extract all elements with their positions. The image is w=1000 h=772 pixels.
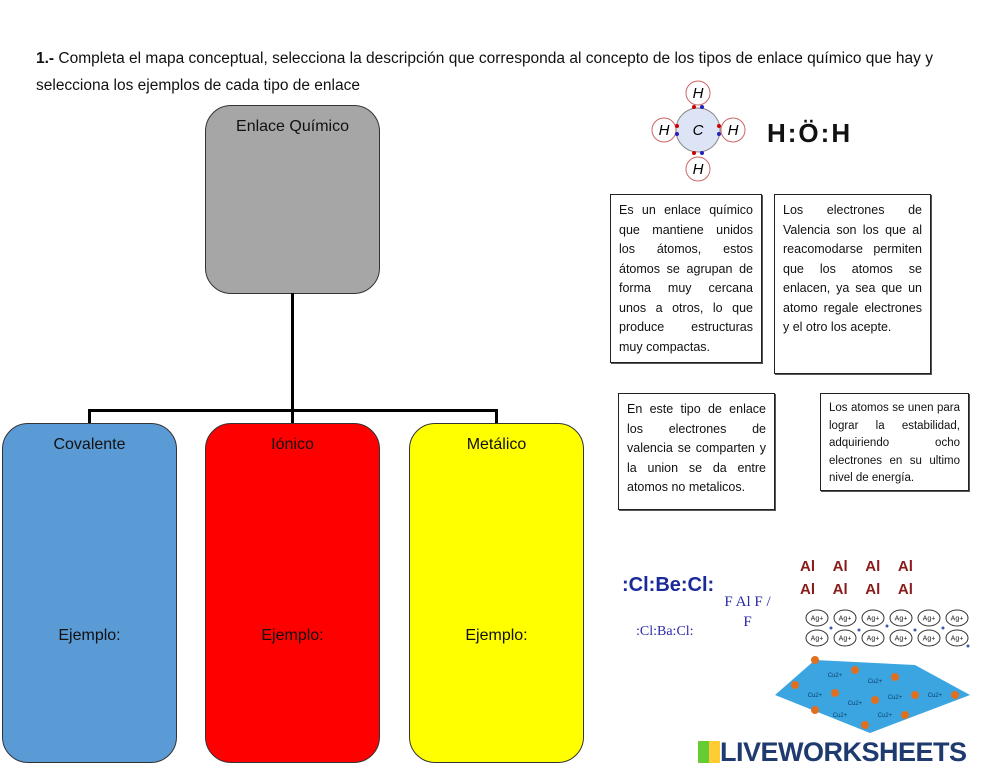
methane-h: H bbox=[659, 122, 670, 139]
root-concept-box: Enlace Químico bbox=[205, 105, 380, 294]
al-atom: Al bbox=[897, 581, 913, 598]
ag-ion-label: Ag+ bbox=[811, 636, 824, 643]
ag-ion-label: Ag+ bbox=[951, 636, 964, 643]
cu-ion-label: Cu2+ bbox=[878, 713, 893, 719]
al-atom: Al bbox=[832, 581, 848, 598]
cu-ion-label: Cu2+ bbox=[888, 695, 903, 701]
connector bbox=[291, 409, 294, 424]
becl2-lewis-image[interactable]: :Cl:Be:Cl: bbox=[622, 574, 715, 596]
cu-ion-label: Cu2+ bbox=[833, 713, 848, 719]
methane-h: H bbox=[728, 122, 739, 139]
description-card-2[interactable]: Los electrones de Valencia son los que a… bbox=[774, 194, 931, 374]
description-card-3[interactable]: En este tipo de enlace los electrones de… bbox=[618, 393, 775, 510]
copper-lattice-image[interactable]: Cu2+Cu2+Cu2+Cu2+Cu2+Cu2+Cu2+Cu2+ bbox=[775, 655, 970, 735]
al-atom: Al bbox=[800, 558, 815, 575]
aluminum-metallic-image[interactable]: Al Al Al Al Al Al Al Al bbox=[800, 555, 960, 601]
bacl2-lewis-image[interactable]: :Cl:Ba:Cl: bbox=[636, 624, 694, 639]
cu-ion-label: Cu2+ bbox=[848, 701, 863, 707]
al-atom: Al bbox=[832, 558, 848, 575]
ag-ion-label: Ag+ bbox=[923, 616, 936, 623]
ag-ion-label: Ag+ bbox=[811, 616, 824, 623]
instructions: 1.- Completa el mapa conceptual, selecci… bbox=[36, 50, 933, 94]
ag-ion-label: Ag+ bbox=[839, 636, 852, 643]
cu-ion-label: Cu2+ bbox=[808, 693, 823, 699]
ag-ion-label: Ag+ bbox=[867, 636, 880, 643]
description-card-1[interactable]: Es un enlace químico que mantiene unidos… bbox=[610, 194, 762, 363]
ag-ion-label: Ag+ bbox=[923, 636, 936, 643]
methane-h: H bbox=[693, 85, 704, 102]
al-atom: Al bbox=[897, 558, 913, 575]
silver-metallic-image[interactable]: Ag+ Ag+ Ag+ Ag+ Ag+ Ag+ Ag+ Ag+ Ag+ Ag+ Ag+ Ag+ bbox=[805, 608, 970, 650]
cu-ion-label: Cu2+ bbox=[828, 673, 843, 679]
connector bbox=[495, 409, 498, 424]
ag-ion-label: Ag+ bbox=[951, 616, 964, 623]
connector bbox=[291, 293, 294, 411]
methane-h: H bbox=[693, 161, 704, 178]
methane-c: C bbox=[693, 122, 704, 139]
alf3-lewis-image[interactable]: F Al F / F bbox=[724, 594, 771, 630]
cu-ion-label: Cu2+ bbox=[928, 693, 943, 699]
methane-lewis-image[interactable]: C H H H H bbox=[650, 80, 750, 185]
ag-ion-label: Ag+ bbox=[867, 616, 880, 623]
ag-ion-label: Ag+ bbox=[839, 616, 852, 623]
al-atom: Al bbox=[800, 581, 815, 598]
liveworksheets-logo: LIVEWORKSHEETS bbox=[698, 737, 967, 768]
description-card-4[interactable]: Los atomos se unen para lograr la estabi… bbox=[820, 393, 969, 491]
ag-ion-label: Ag+ bbox=[895, 636, 908, 643]
al-atom: Al bbox=[865, 581, 881, 598]
al-atom: Al bbox=[865, 558, 881, 575]
ag-ion-label: Ag+ bbox=[895, 616, 908, 623]
cu-ion-label: Cu2+ bbox=[868, 679, 883, 685]
connector bbox=[88, 409, 91, 424]
water-lewis-image[interactable]: H:Ö:H bbox=[767, 118, 853, 148]
logo-icon bbox=[698, 741, 720, 763]
